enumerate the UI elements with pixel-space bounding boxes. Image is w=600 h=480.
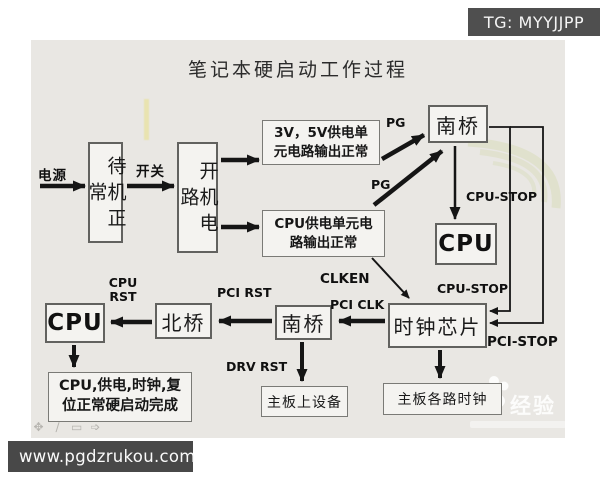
node-north-bridge: 北桥 [155,303,212,339]
node-cpu-left-label: CPU [47,310,103,336]
node-mainboard-devices: 主板上设备 [261,386,348,417]
leaf-swirl-decor [467,137,561,209]
node-boot-complete-label: CPU,供电,时钟,复 位正常硬启动完成 [58,378,182,414]
node-power-on-circuit: 开机电路 [177,142,219,253]
move-icon[interactable]: ✥ [33,420,44,434]
label-pci-stop: PCI-STOP [487,334,558,350]
node-mainboard-clocks: 主板各路时钟 [383,383,502,415]
site-watermark-bar: www.pgdzrukou.com [8,441,195,472]
node-south-bridge-top-label: 南桥 [436,113,480,138]
label-pg1: PG [386,115,406,130]
node-3v5v-supply-label: 3V，5V供电单 元电路输出正常 [273,125,369,160]
label-pg2: PG [371,177,391,192]
node-3v5v-supply: 3V，5V供电单 元电路输出正常 [262,120,380,165]
brand-watermark: 经验 [510,394,556,418]
label-switch: 开关 [136,164,165,180]
wire-cpu-stop-to-clockchip [489,126,511,315]
label-pci-rst: PCI RST [217,285,272,300]
label-power: 电源 [38,168,67,184]
node-north-bridge-label: 北桥 [161,310,206,335]
tg-badge: TG: MYYJJPP [468,8,600,36]
label-cpu-stop-mid: CPU-STOP [437,281,508,296]
node-cpu-left: CPU [45,303,105,343]
label-pci-clk: PCI CLK [330,297,385,312]
node-clock-chip: 时钟芯片 [388,303,487,348]
diagram-title: 笔记本硬启动工作过程 [187,59,408,81]
node-cpu-top: CPU [435,223,497,265]
brand-watermark-sub [470,421,566,428]
arrow-pg1-to-southbridge [380,133,426,161]
label-cpu-stop-top: CPU-STOP [466,189,537,204]
node-cpu-top-label: CPU [438,231,494,257]
label-clken: CLKEN [320,271,370,287]
arrow-pg2-to-southbridge [372,149,444,207]
rectangle-icon[interactable]: ▭ [71,420,83,434]
arrow-clken-to-clockchip [371,257,410,299]
node-south-bridge-bottom-label: 南桥 [281,312,326,336]
highlight-streak [144,99,149,140]
node-cpu-supply: CPU供电单元电 路输出正常 [262,210,385,257]
pencil-icon[interactable]: ∕ [55,420,60,434]
node-boot-complete: CPU,供电,时钟,复 位正常硬启动完成 [48,372,192,422]
wire-pci-stop-to-clockchip [489,126,544,327]
node-power-on-circuit-label: 开机电路 [177,160,219,239]
node-standby-ok-label: 待机正常 [85,155,127,234]
arrow-icon[interactable]: ➩ [90,420,101,434]
node-south-bridge-bottom: 南桥 [275,305,332,340]
label-drv-rst: DRV RST [226,359,288,374]
node-clock-chip-label: 时钟芯片 [393,315,482,339]
annotation-toolbar: ✥ ∕ ▭ ➩ [33,421,101,433]
node-standby-ok: 待机正常 [85,142,127,243]
node-cpu-supply-label: CPU供电单元电 路输出正常 [274,216,373,251]
node-mainboard-devices-label: 主板上设备 [267,394,342,411]
node-mainboard-clocks-label: 主板各路时钟 [397,392,488,408]
node-south-bridge-top: 南桥 [428,105,488,143]
label-cpu-rst: CPU RST [108,275,138,305]
